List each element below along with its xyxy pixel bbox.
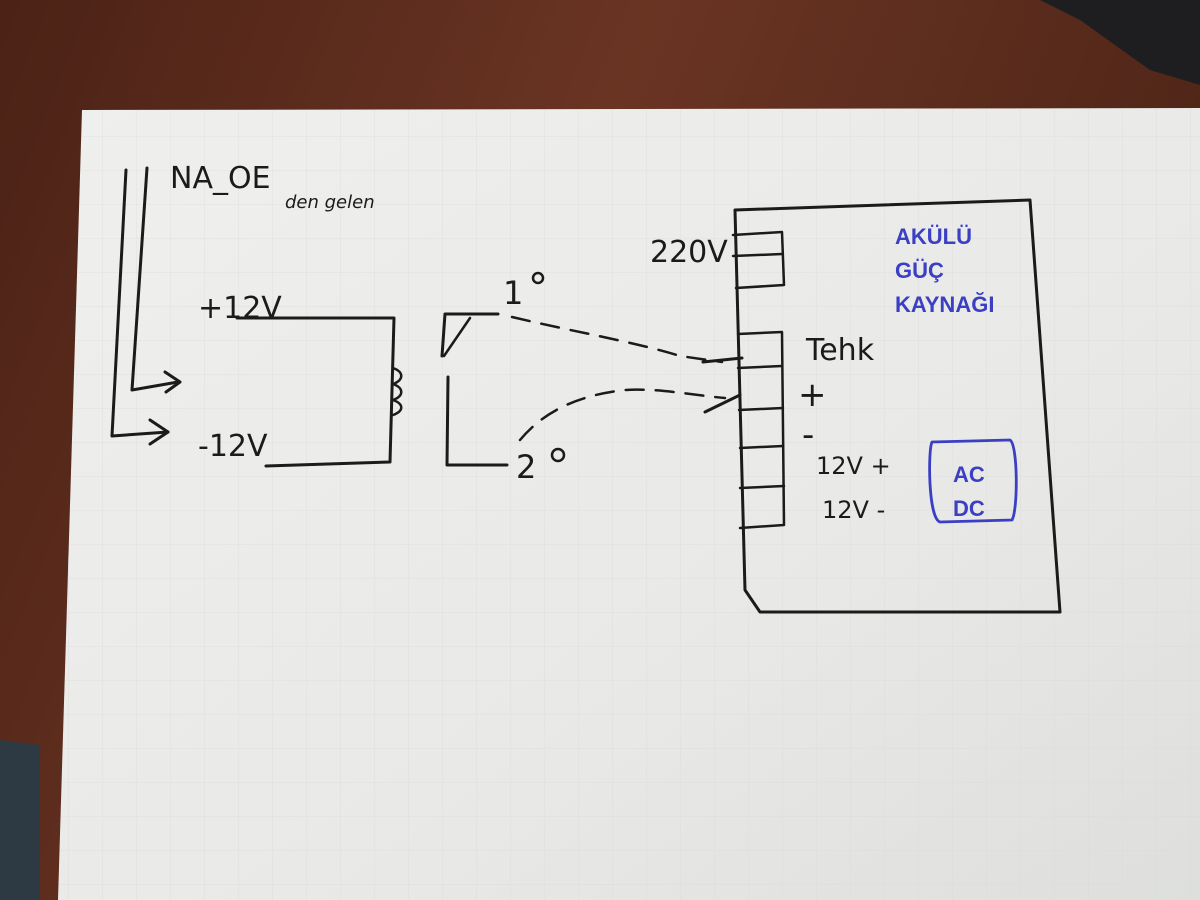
psu-title-line-1: AKÜLÜ	[895, 224, 972, 249]
laptop-corner	[1040, 0, 1200, 85]
paper-sheet	[58, 108, 1200, 900]
terminal-label-5: 12V -	[822, 496, 885, 524]
source-sublabel: den gelen	[285, 192, 375, 213]
coil-plus-label: +12V	[198, 291, 282, 326]
source-label: NA_OE	[170, 161, 271, 196]
psu-title-line-2: GÜÇ	[895, 258, 944, 283]
terminal-label-2: +	[798, 375, 827, 415]
terminal-label-1: Tehk	[805, 333, 875, 368]
dashed-wires	[510, 315, 727, 442]
contact-1-label: 1	[503, 274, 523, 312]
contact-2-terminal	[550, 447, 566, 463]
relay-coil	[235, 316, 403, 468]
wire-end-1	[701, 356, 744, 364]
mains-label: 220V	[650, 235, 728, 270]
psu-title-line-3: KAYNAĞI	[895, 292, 994, 317]
contact-1-terminal	[531, 271, 545, 285]
acdc-line-1: AC	[953, 462, 985, 487]
coil-minus-label: -12V	[198, 429, 268, 464]
terminal-label-3: -	[802, 415, 814, 455]
acdc-box	[928, 438, 1018, 524]
acdc-line-2: DC	[953, 496, 985, 521]
blue-object-edge	[0, 740, 40, 900]
contact-2-label: 2	[516, 448, 536, 486]
wire-end-2	[703, 393, 742, 414]
terminal-block	[736, 330, 786, 530]
relay-switch	[440, 312, 509, 467]
terminal-label-4: 12V +	[816, 452, 891, 480]
input-arrows	[110, 166, 182, 446]
